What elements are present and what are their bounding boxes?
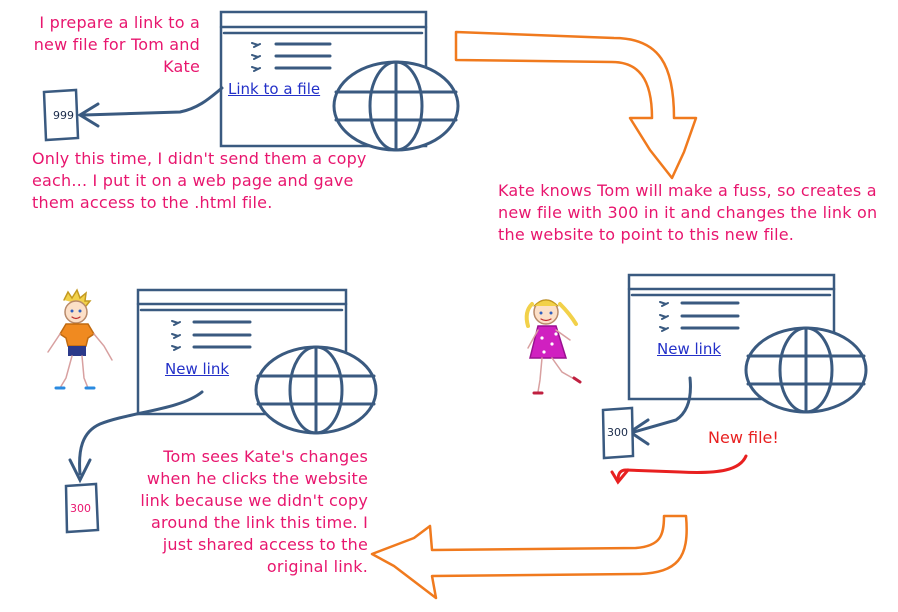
kate-new-link[interactable]: New link	[657, 340, 722, 358]
tom-link-arrow	[78, 390, 204, 476]
tom-figure	[47, 288, 113, 390]
file-original	[42, 88, 80, 142]
file-tom	[64, 482, 100, 534]
file-value-tom: 300	[70, 502, 91, 515]
note-step3: Tom sees Kate's changes when he clicks t…	[140, 447, 368, 576]
website-original	[77, 10, 460, 152]
note-step1-detail: Only this time, I didn't send them a cop…	[32, 149, 367, 212]
file-value-original: 999	[53, 109, 74, 122]
file-value-kate: 300	[607, 426, 628, 439]
kate-link-arrow	[632, 376, 692, 434]
tom-new-link[interactable]: New link	[165, 360, 230, 378]
text-lines-icon	[659, 301, 740, 332]
website-kate	[627, 273, 868, 446]
text-lines-icon	[251, 42, 332, 72]
website-tom	[68, 288, 378, 484]
globe-icon	[744, 326, 868, 414]
globe-icon	[254, 345, 378, 435]
globe-icon	[332, 60, 460, 152]
link-to-file[interactable]: Link to a file	[228, 80, 321, 98]
new-file-label: New file!	[708, 428, 779, 447]
text-lines-icon	[171, 320, 252, 351]
note-step1: I prepare a link to a new file for Tom a…	[33, 13, 200, 76]
flow-arrow-left	[370, 514, 688, 600]
flow-arrow-down	[454, 30, 698, 180]
kate-figure	[524, 299, 582, 395]
note-step2: Kate knows Tom will make a fuss, so crea…	[498, 181, 878, 244]
new-file-arrow	[610, 454, 748, 485]
file-kate	[601, 406, 635, 460]
link-to-file-arrow	[82, 86, 224, 117]
